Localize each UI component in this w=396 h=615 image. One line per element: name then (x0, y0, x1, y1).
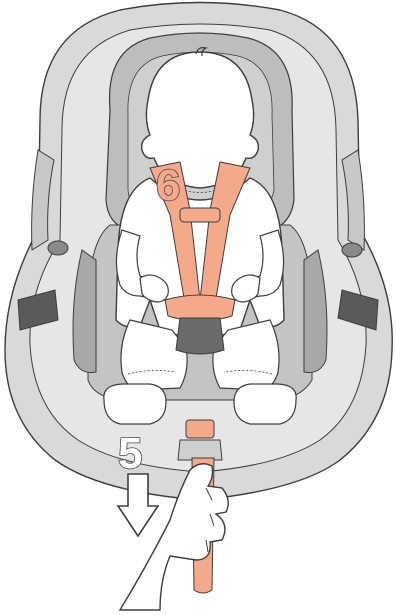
left-release-button[interactable] (48, 241, 68, 255)
chest-clip[interactable] (180, 208, 220, 222)
baby-left-foot (104, 384, 166, 424)
right-release-button[interactable] (342, 243, 362, 257)
harness-buckle-tongue[interactable] (165, 295, 235, 321)
step-5-number: 5 (118, 429, 142, 478)
adjuster-slot (178, 440, 222, 460)
baby-right-foot (234, 384, 296, 424)
adjuster-button[interactable] (186, 420, 214, 438)
step-6-number: 6 (156, 161, 180, 210)
crotch-buckle[interactable] (176, 318, 224, 354)
